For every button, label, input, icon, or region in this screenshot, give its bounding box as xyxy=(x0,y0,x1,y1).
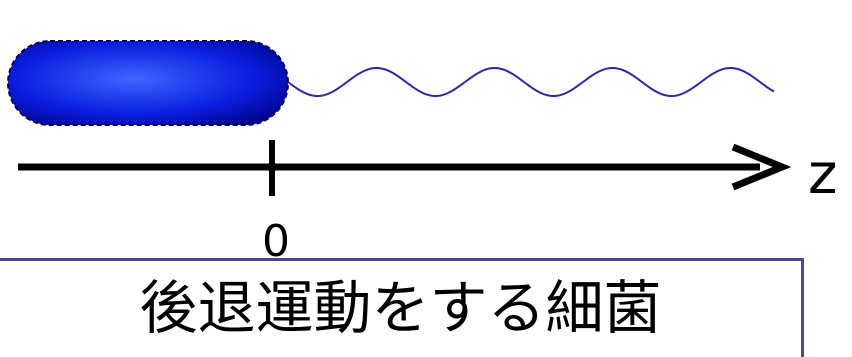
bacterium-body xyxy=(7,40,289,126)
z-axis-arrowhead xyxy=(731,143,792,191)
z-axis-label: z xyxy=(808,142,837,207)
caption-text: 後退運動をする細菌 xyxy=(139,274,662,342)
caption-box: 後退運動をする細菌 xyxy=(0,258,804,357)
flagellum-wave xyxy=(287,66,775,98)
